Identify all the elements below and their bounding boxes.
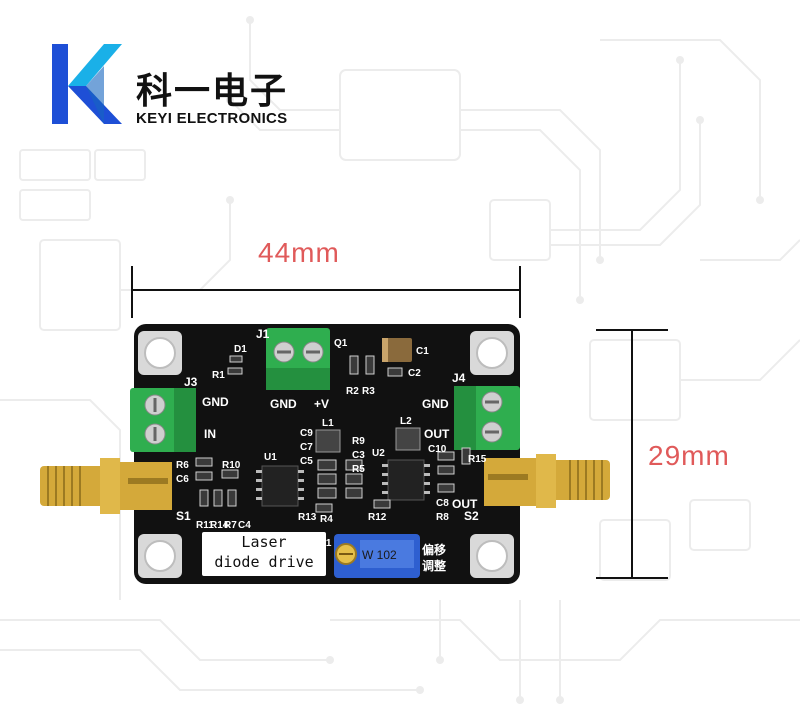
mounting-holes — [138, 331, 514, 578]
component-label-c3: C3 — [352, 450, 365, 461]
label-j4: J4 — [452, 371, 466, 385]
component-label-r11: R11 — [196, 520, 214, 531]
component-label-r13: R13 — [298, 512, 317, 523]
terminal-j4 — [454, 386, 520, 450]
inductor-l1 — [315, 429, 341, 453]
component-label-r14: R14 — [210, 520, 229, 531]
component-label-r2: R2 — [346, 386, 359, 397]
component-label-r1: R1 — [212, 370, 225, 381]
component-label-c6: C6 — [176, 474, 189, 485]
terminal-j1 — [266, 328, 330, 390]
component-label-r10: R10 — [222, 460, 241, 471]
silkscreen-line1: Laser — [241, 533, 287, 551]
silkscreen-line2: diode drive — [214, 553, 314, 571]
capacitor-c1 — [382, 338, 412, 362]
silkscreen-title: Laser diode drive — [202, 532, 326, 576]
label-out-bottom: OUT — [452, 497, 478, 511]
component-label-u1: U1 — [264, 452, 277, 463]
sma-connector-left — [40, 458, 172, 514]
component-label-l2: L2 — [400, 416, 412, 427]
component-label-d1: D1 — [234, 344, 247, 355]
component-label-r4: R4 — [320, 514, 333, 525]
smd-components — [195, 355, 471, 513]
potentiometer-value: W 102 — [362, 548, 397, 562]
label-vplus: +V — [314, 397, 329, 411]
component-label-c8: C8 — [436, 498, 449, 509]
brand-name-en: KEYI ELECTRONICS — [136, 110, 288, 127]
component-label-r9: R9 — [352, 436, 365, 447]
inductor-l2 — [395, 427, 421, 451]
width-dimension-line — [131, 266, 521, 318]
pcb — [134, 324, 520, 584]
component-label-q1: Q1 — [334, 338, 348, 349]
component-label-c2: C2 — [408, 368, 421, 379]
label-j1: J1 — [256, 327, 270, 341]
component-label-c9: C9 — [300, 428, 313, 439]
label-out-right: OUT — [424, 427, 450, 441]
component-label-c5: C5 — [300, 456, 313, 467]
height-dimension-line — [596, 329, 668, 579]
label-s2: S2 — [464, 509, 479, 523]
component-label-r8: R8 — [436, 512, 449, 523]
brand-name-cn: 科一电子 — [136, 71, 289, 112]
label-gnd-left: GND — [202, 395, 229, 409]
sma-connector-right — [484, 454, 610, 508]
component-label-r15: R15 — [468, 454, 487, 465]
component-label-c7: C7 — [300, 442, 313, 453]
component-label-c1: C1 — [416, 346, 429, 357]
component-label-r3: R3 — [362, 386, 375, 397]
label-gnd-right: GND — [422, 397, 449, 411]
component-label-r7: R7 — [224, 520, 237, 531]
label-j3: J3 — [184, 375, 198, 389]
component-label-c4: C4 — [238, 520, 251, 531]
component-label-c10: C10 — [428, 444, 447, 455]
height-dimension-label: 29mm — [648, 440, 730, 471]
ic-u1 — [256, 465, 304, 507]
component-label-r6: R6 — [176, 460, 189, 471]
label-in: IN — [204, 427, 216, 441]
component-label-l1: L1 — [322, 418, 334, 429]
brand-logo-mark — [52, 44, 122, 124]
potentiometer-rp1 — [334, 534, 420, 578]
width-dimension-label: 44mm — [258, 237, 340, 268]
ic-u2 — [382, 459, 430, 501]
label-s1: S1 — [176, 509, 191, 523]
component-label-r12: R12 — [368, 512, 387, 523]
label-gnd-top: GND — [270, 397, 297, 411]
component-label-u2: U2 — [372, 448, 385, 459]
terminal-j3 — [130, 388, 196, 452]
component-label-r5: R5 — [352, 464, 365, 475]
